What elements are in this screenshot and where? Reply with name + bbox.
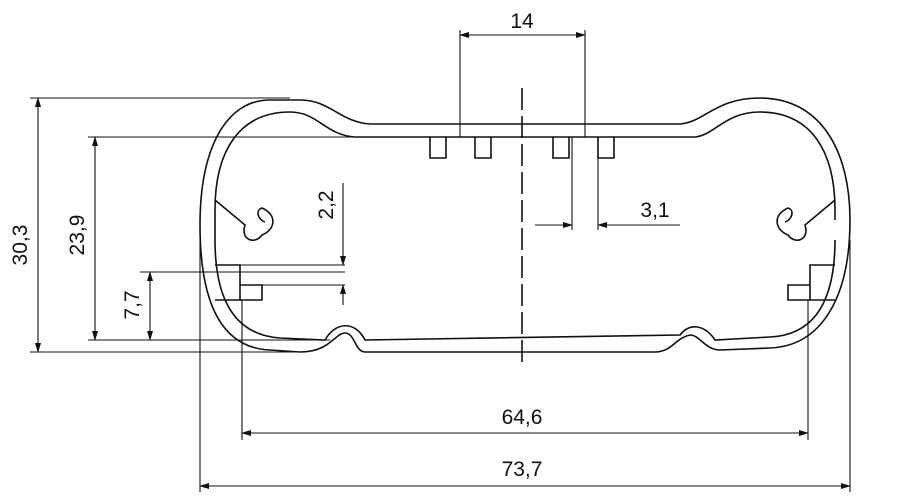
label-overall-height: 30,3: [9, 225, 32, 266]
label-slot-spacing: 14: [510, 10, 534, 33]
label-rail-height: 7,7: [121, 290, 144, 319]
profile-outer-outline: [199, 97, 851, 353]
extension-lines: [30, 30, 851, 492]
label-groove-depth: 2,2: [315, 190, 338, 219]
side-clips: [214, 199, 836, 301]
label-slot-width: 3,1: [640, 199, 669, 222]
label-inner-width: 64,6: [502, 406, 543, 429]
profile-inner-outline: [214, 111, 836, 341]
label-overall-width: 73,7: [502, 458, 543, 481]
label-inner-height: 23,9: [66, 215, 89, 256]
